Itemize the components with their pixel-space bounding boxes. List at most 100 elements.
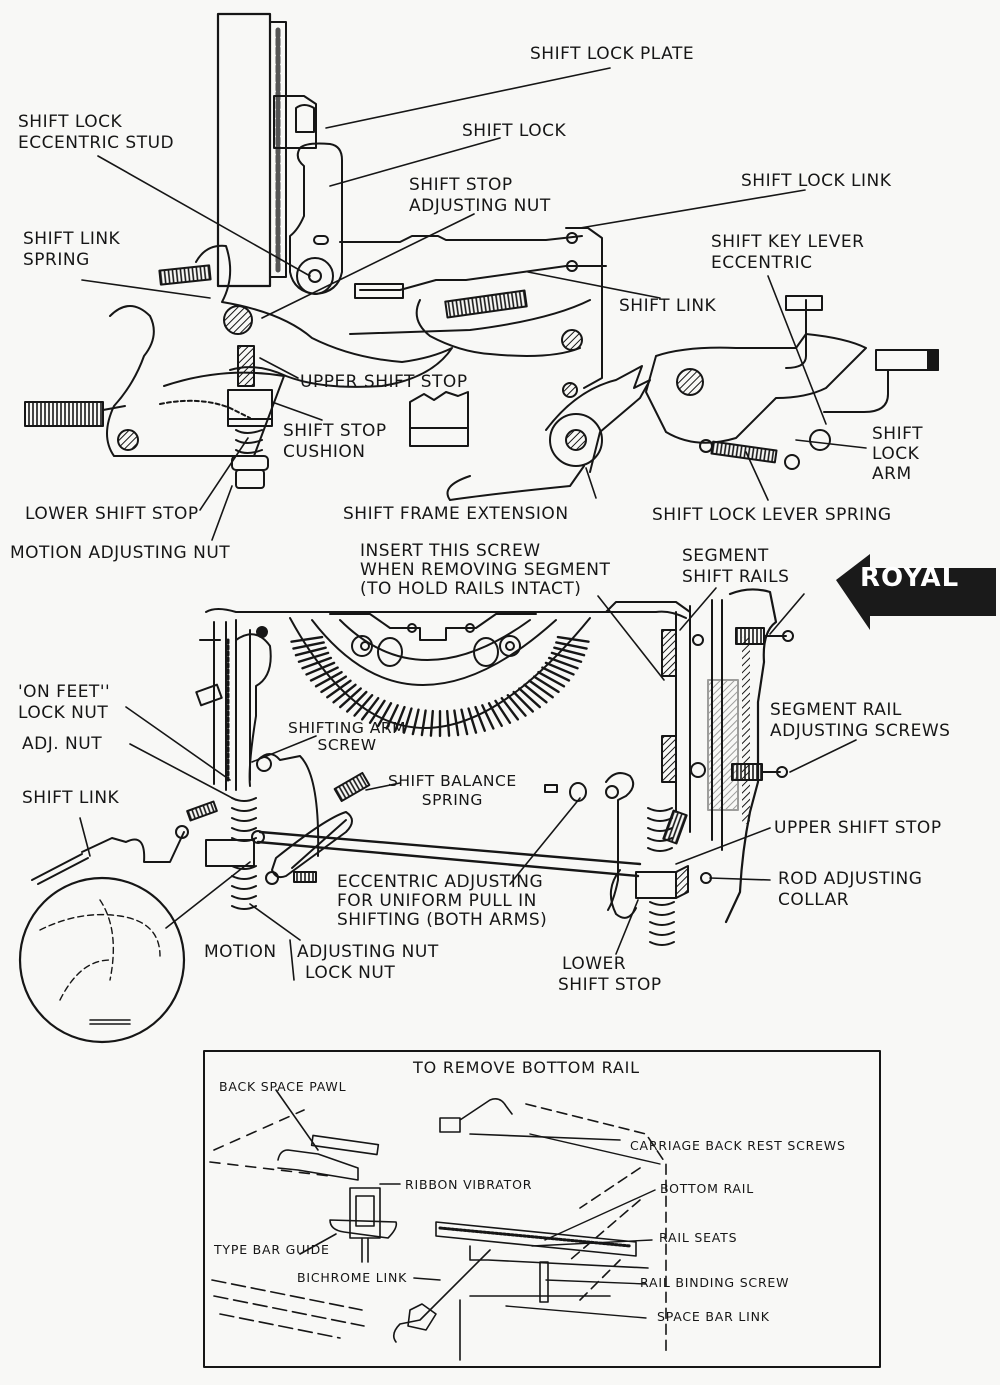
label-type-bar-guide: TYPE BAR GUIDE	[214, 1242, 330, 1257]
rail-binding-screw	[539, 1261, 549, 1303]
label-upper-shift-stop: UPPER SHIFT STOP	[300, 372, 468, 392]
type-bar	[314, 670, 343, 688]
type-bar	[429, 709, 434, 737]
label-shift-link-left: SHIFT LINK	[22, 788, 120, 808]
type-bar	[481, 704, 495, 730]
shift-balance-spring	[333, 771, 371, 803]
type-bar	[556, 635, 590, 643]
eccentric-screw	[544, 784, 558, 793]
label-bottom-rail: BOTTOM RAIL	[660, 1181, 755, 1196]
label-carriage-back-rest-screws: CARRIAGE BACK REST SCREWS	[630, 1138, 846, 1153]
royal-arrow	[836, 554, 996, 630]
label-shift-lock: SHIFT LOCK	[462, 121, 567, 141]
label-rail-binding-screw: RAIL BINDING SCREW	[640, 1275, 790, 1290]
type-bar	[487, 702, 503, 728]
type-bar	[474, 705, 486, 732]
shift-lock-lever-spring	[710, 440, 778, 464]
inset-title: TO REMOVE BOTTOM RAIL	[413, 1058, 640, 1077]
lower-shift-stop	[231, 455, 269, 471]
motion-adjusting-nut	[235, 469, 265, 489]
type-bar	[309, 666, 339, 682]
type-bar	[394, 705, 406, 732]
type-bar	[360, 696, 380, 721]
left-lower-spring	[231, 865, 257, 910]
royal-brand-badge: ROYAL	[860, 563, 960, 593]
type-bar	[547, 656, 579, 670]
type-bar	[411, 708, 420, 736]
inset-frame	[203, 1050, 881, 1368]
type-bar	[294, 646, 327, 657]
type-bar	[518, 687, 542, 709]
label-ribbon-vibrator: RIBBON VIBRATOR	[405, 1177, 533, 1192]
label-back-space-pawl: BACK SPACE PAWL	[219, 1079, 347, 1094]
right-shifting-arm	[605, 772, 635, 911]
type-bar	[553, 646, 586, 657]
type-bar-guide	[329, 1219, 398, 1239]
left-shifting-arm	[257, 753, 320, 857]
leader-lines	[79, 67, 867, 1281]
type-bar	[292, 641, 325, 650]
type-bar	[301, 656, 333, 670]
type-bar	[460, 708, 469, 736]
label-shift-lock-lever-spring: SHIFT LOCK LEVER SPRING	[652, 505, 892, 525]
shift-link-rod	[359, 265, 607, 291]
type-bar	[345, 690, 368, 713]
label-lower-shift-stop: LOWER SHIFT STOP	[25, 504, 199, 524]
label-bichrome-link: BICHROME LINK	[297, 1270, 408, 1285]
back-space-pawl	[277, 1149, 359, 1181]
type-bar	[532, 675, 560, 694]
type-bar	[523, 683, 548, 704]
type-bar	[453, 709, 460, 737]
bracket-spring	[444, 289, 528, 319]
type-bar	[500, 696, 520, 721]
segment-shift-rails	[605, 601, 691, 833]
rail-seats	[469, 1245, 649, 1269]
type-bar	[550, 651, 583, 663]
type-bar	[338, 687, 362, 709]
type-bar	[544, 661, 575, 676]
segment-outer-arc	[289, 617, 591, 729]
type-bar	[353, 694, 374, 717]
ribbon-vibrator	[349, 1187, 381, 1239]
type-bar	[528, 679, 554, 699]
label-shift-lock-link: SHIFT LOCK LINK	[741, 171, 892, 191]
type-bar	[512, 690, 535, 713]
type-bar	[290, 635, 324, 643]
label-rail-seats: RAIL SEATS	[659, 1230, 738, 1245]
shift-frame-lever	[195, 244, 453, 388]
label-shift-lock-plate: SHIFT LOCK PLATE	[530, 44, 695, 64]
eccentric-stud	[296, 257, 334, 295]
bottom-rail	[435, 1221, 637, 1257]
rod-collar-block	[635, 871, 677, 899]
shift-key-lever	[645, 333, 867, 444]
shift-link-rod-left	[31, 853, 89, 885]
type-bar-fan	[290, 635, 590, 738]
type-bar	[320, 675, 348, 694]
plate-edge	[269, 21, 287, 278]
type-bar	[555, 641, 588, 650]
type-bar	[368, 699, 386, 724]
left-upper-spring	[231, 797, 257, 842]
segment-rail-screw-upper	[735, 627, 765, 645]
label-motion: MOTION	[204, 942, 277, 962]
lower-shift-stop-spring	[649, 901, 675, 946]
label-space-bar-link: SPACE BAR LINK	[657, 1309, 770, 1324]
eccentric	[569, 782, 587, 802]
shift-key-upper	[785, 295, 823, 311]
left-stop-block	[205, 839, 255, 867]
type-bar	[326, 679, 352, 699]
shift-frame-block	[409, 391, 469, 447]
type-bar	[385, 704, 399, 730]
segment-shift-mechanism	[18, 588, 794, 1044]
